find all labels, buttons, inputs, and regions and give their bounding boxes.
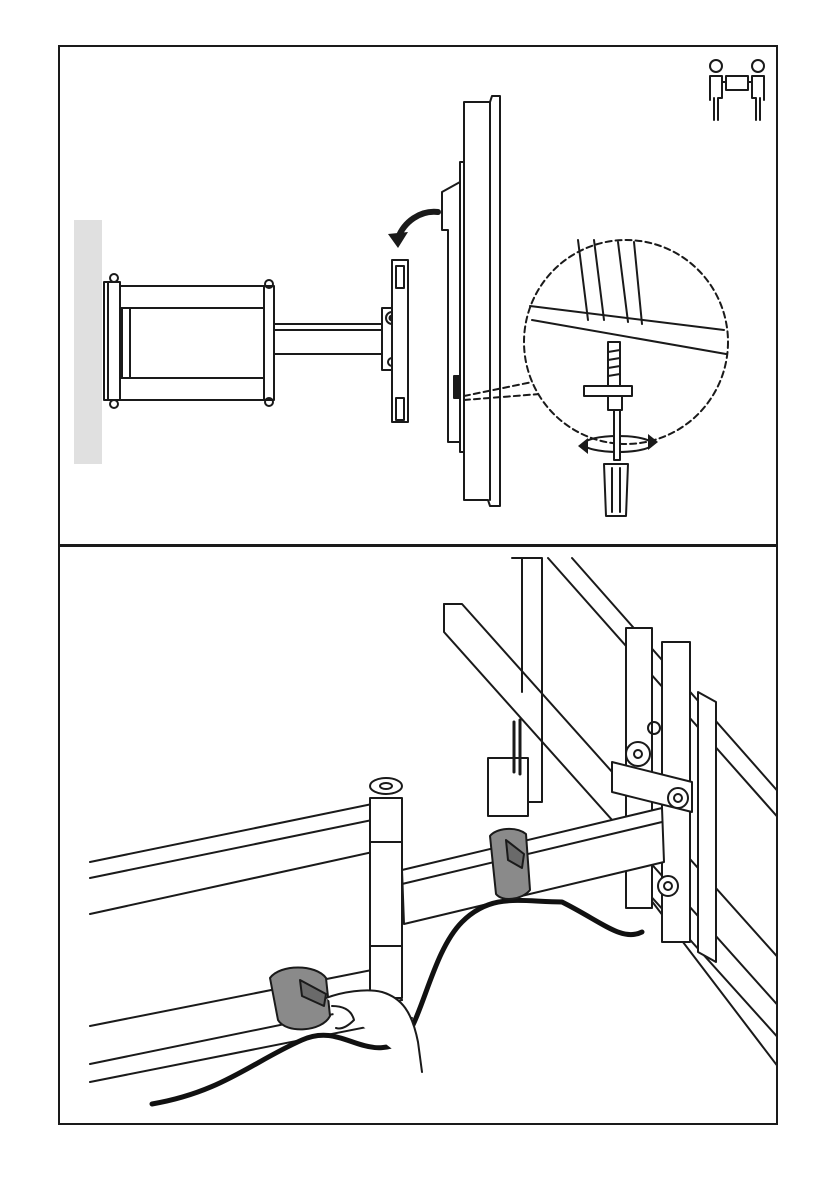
wall-plate [104, 274, 120, 408]
tv-side-view [442, 96, 500, 506]
mount-arms [120, 280, 384, 406]
cable-management-illustration [60, 547, 776, 1123]
tv-bracket [382, 260, 408, 422]
pivot-post [370, 778, 402, 998]
step-attach-tv-panel [58, 45, 778, 546]
held-strap [270, 968, 330, 1030]
cable-tie-strap-icon [490, 829, 530, 899]
wall [74, 220, 102, 464]
attach-tv-illustration [60, 47, 776, 544]
step-cable-management-panel [58, 545, 778, 1125]
two-person-lift-icon [710, 60, 764, 120]
hand-icon [326, 990, 422, 1072]
tv-clamp-block [488, 758, 528, 816]
short-arm [402, 808, 664, 924]
magnified-detail [524, 240, 728, 444]
upper-arm [90, 802, 382, 914]
